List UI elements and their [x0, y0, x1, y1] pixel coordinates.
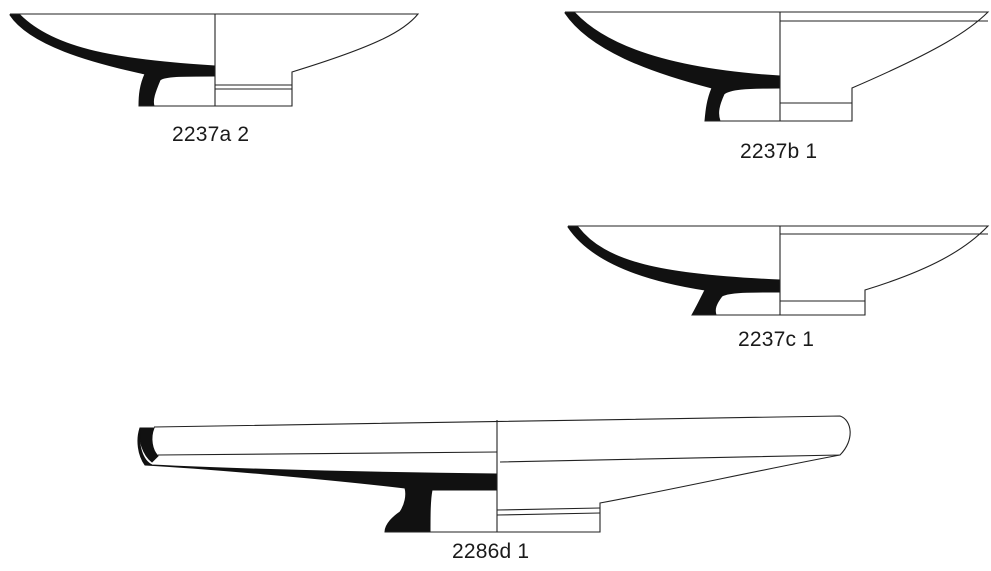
profile-2237a-exterior — [10, 13, 420, 107]
profile-2237a — [9, 13, 420, 107]
profile-2237b-exterior — [565, 11, 990, 122]
profile-label-2237a: 2237a 2 — [172, 123, 250, 146]
profile-2237c-exterior — [568, 225, 990, 316]
profile-2286d-inner-line — [157, 451, 498, 456]
profile-2237b-section — [564, 12, 781, 122]
profile-2237b — [564, 11, 990, 122]
profile-2286d-underside — [497, 454, 841, 533]
profile-label-2237c: 2237c 1 — [738, 328, 815, 351]
profile-label-2237b: 2237b 1 — [740, 140, 818, 163]
profile-2286d-rim — [139, 427, 159, 463]
profile-2237c — [567, 225, 990, 316]
profile-2237c-section — [567, 226, 781, 316]
profile-2286d-foot-line — [496, 507, 601, 511]
profile-2286d — [137, 415, 851, 533]
profile-2286d-foot-line-2 — [496, 512, 601, 516]
profile-2286d-exterior — [153, 415, 851, 463]
profile-label-2286d: 2286d 1 — [452, 540, 530, 563]
profile-2286d-section — [137, 427, 498, 533]
profile-2237a-section — [9, 14, 216, 107]
